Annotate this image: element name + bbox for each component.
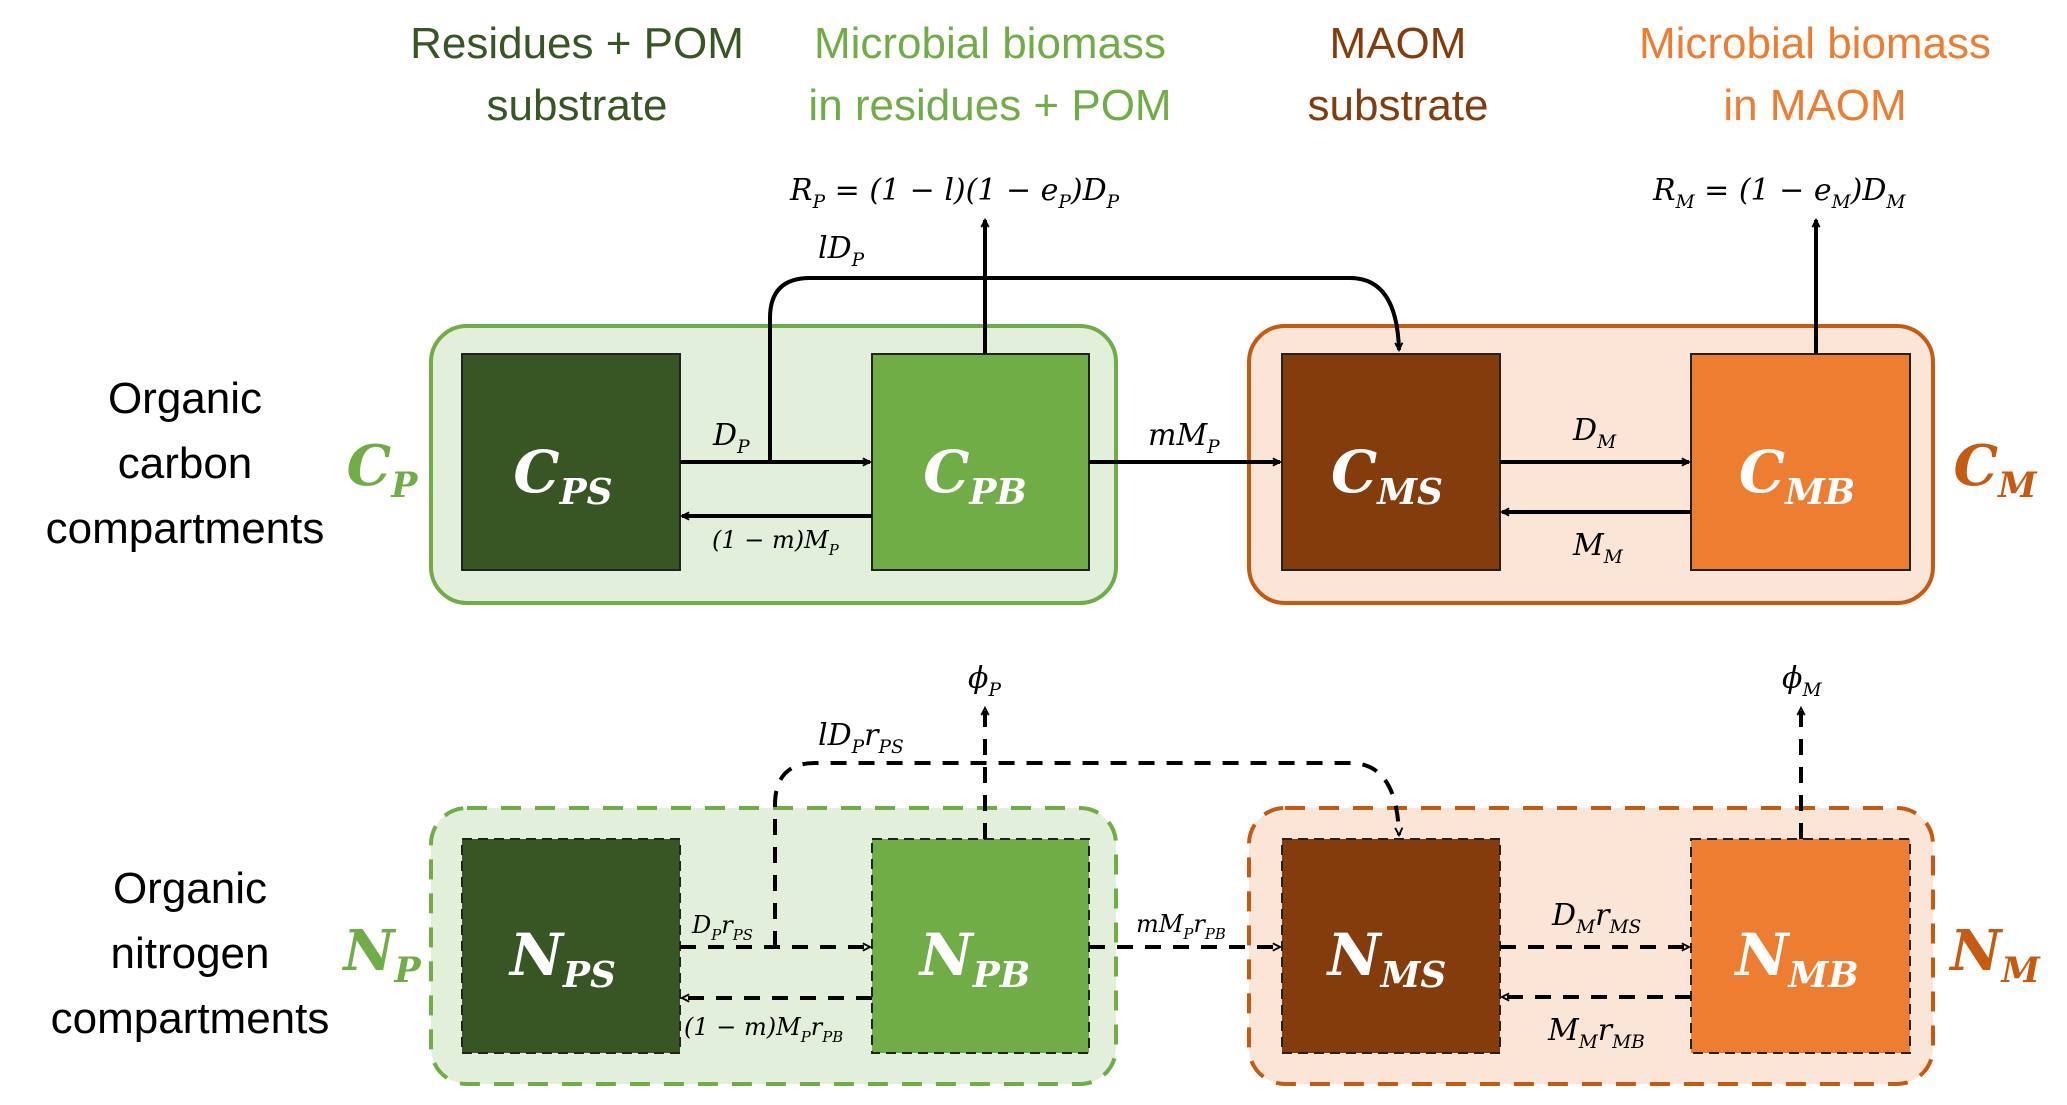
- flux-label-mmp: mMP: [1148, 418, 1220, 458]
- pool-label-cmb: CMB: [1739, 438, 1855, 513]
- column-header-maom-substrate: MAOM substrate: [1308, 19, 1489, 130]
- header-line2: in residues + POM: [808, 81, 1171, 130]
- flux-label-phi-p: ϕP: [968, 661, 1001, 701]
- column-header-maom-biomass: Microbial biomass in MAOM: [1639, 19, 1991, 130]
- row-label-line2: carbon: [118, 439, 253, 488]
- pool-box-nps: [461, 838, 681, 1054]
- group-label-cp: CP: [347, 433, 419, 506]
- flux-label-mp-back-rpb: (1 − m)MPrPB: [684, 1013, 843, 1046]
- pool-box-cpb: [871, 353, 1090, 571]
- flux-label-mmp-rpb: mMPrPB: [1136, 910, 1226, 943]
- row-label-line3: compartments: [46, 504, 325, 553]
- row-label-line1: Organic: [108, 374, 262, 423]
- group-label-np: NP: [341, 918, 421, 991]
- pool-box-cps: [461, 353, 681, 571]
- header-line1: Residues + POM: [410, 19, 744, 68]
- pool-box-nms: [1281, 838, 1501, 1054]
- flux-label-dm: DM: [1572, 413, 1617, 453]
- column-header-residue-biomass: Microbial biomass in residues + POM: [808, 19, 1171, 130]
- column-header-residue-substrate: Residues + POM substrate: [410, 19, 744, 130]
- header-line2: substrate: [1308, 81, 1489, 130]
- flux-label-mm-rmb: MMrMB: [1547, 1013, 1645, 1053]
- pool-label-cps: CPS: [513, 438, 612, 513]
- group-label-nm: NM: [1948, 918, 2041, 991]
- flux-label-mm: MM: [1572, 528, 1624, 568]
- flux-label-ldp: lDP: [818, 231, 865, 271]
- pool-label-nps: NPS: [508, 921, 616, 996]
- arrow-ldp-rps: [773, 761, 1404, 947]
- flux-label-rp: RP = (1 − l)(1 − eP)DP: [789, 173, 1120, 213]
- flux-label-phi-m: ϕM: [1782, 661, 1822, 701]
- pool-label-npb: NPB: [918, 921, 1030, 996]
- flux-label-dp: DP: [712, 418, 750, 458]
- pool-label-nms: NMS: [1326, 921, 1447, 996]
- group-label-cm: CM: [1953, 433, 2038, 506]
- header-line1: Microbial biomass: [1639, 19, 1991, 68]
- flux-label-dp-rps: DPrPS: [691, 911, 753, 944]
- flux-label-dm-rms: DMrMS: [1551, 898, 1641, 938]
- flux-label-ldp-rps: lDPrPS: [818, 718, 904, 758]
- header-line1: Microbial biomass: [814, 19, 1166, 68]
- pool-box-cmb: [1690, 353, 1911, 571]
- arrow-ldp: [768, 276, 1404, 462]
- flux-label-rm: RM = (1 − eM)DM: [1652, 173, 1906, 213]
- pool-label-nmb: NMB: [1733, 921, 1858, 996]
- pool-box-npb: [871, 838, 1090, 1054]
- flux-label-mp-back: (1 − m)MP: [712, 526, 840, 559]
- pool-label-cms: CMS: [1331, 438, 1443, 513]
- row-label-line2: nitrogen: [110, 929, 269, 978]
- header-line2: substrate: [487, 81, 668, 130]
- pool-box-nmb: [1690, 838, 1911, 1054]
- header-line2: in MAOM: [1723, 81, 1906, 130]
- pool-label-cpb: CPB: [923, 438, 1027, 513]
- row-label-line1: Organic: [113, 864, 267, 913]
- row-label-carbon: Organic carbon compartments: [46, 374, 325, 553]
- row-label-nitrogen: Organic nitrogen compartments: [51, 864, 330, 1043]
- pool-box-cms: [1281, 353, 1501, 571]
- header-line1: MAOM: [1330, 19, 1467, 68]
- row-label-line3: compartments: [51, 994, 330, 1043]
